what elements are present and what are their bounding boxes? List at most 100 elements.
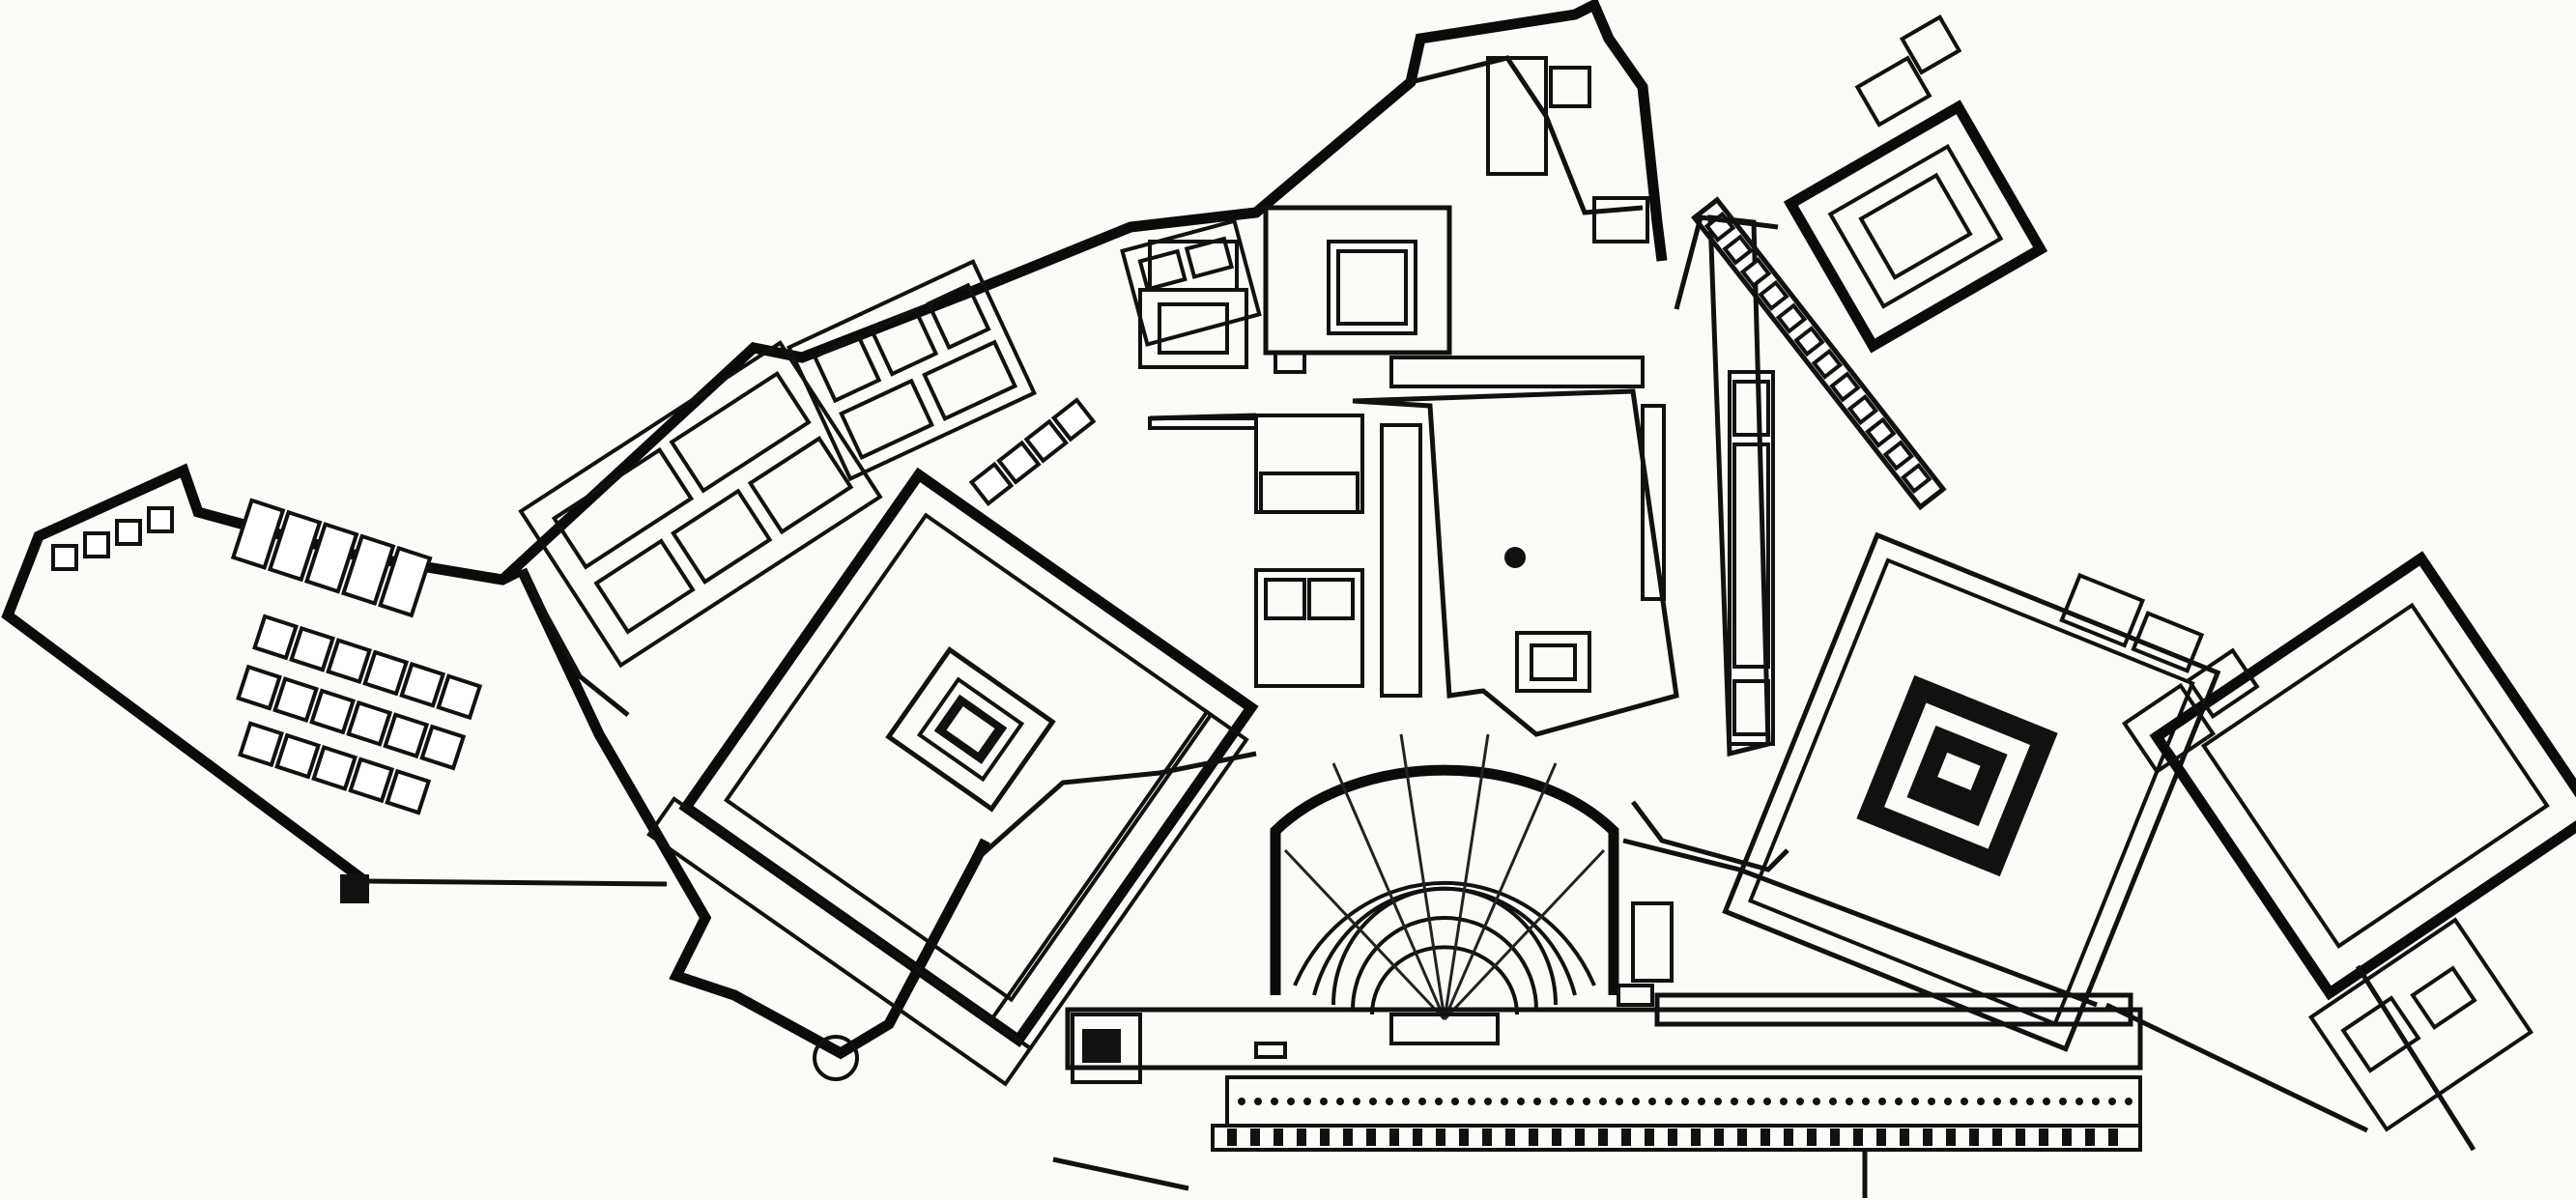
stoa-column — [1320, 1098, 1328, 1105]
stoa-column — [1386, 1098, 1393, 1105]
stoa-column — [1418, 1098, 1426, 1105]
stoa-pier — [1320, 1129, 1330, 1146]
stoa-colonnade — [1227, 1098, 2132, 1146]
stoa-column — [2075, 1098, 2083, 1105]
stoa-pier — [1274, 1129, 1283, 1146]
stoa-column — [1714, 1098, 1722, 1105]
stoa-pier — [1227, 1129, 1237, 1146]
stoa-pier — [1714, 1129, 1724, 1146]
stoa-pier — [1575, 1129, 1585, 1146]
interior-wall-a — [519, 568, 630, 717]
temple-building — [885, 646, 1056, 813]
west-enclosure-south-wall — [364, 878, 668, 887]
stoa-column — [1353, 1098, 1360, 1105]
stoa-column — [2010, 1098, 2018, 1105]
stoa-column — [2092, 1098, 2100, 1105]
stoa-column — [2108, 1098, 2116, 1105]
stoa-pier — [1830, 1129, 1840, 1146]
stoa-column — [2026, 1098, 2034, 1105]
stoa-pier — [1876, 1129, 1886, 1146]
connecting-walls — [974, 214, 2098, 1008]
temple-enclosure-wall — [678, 467, 1259, 1048]
stoa-pier — [1389, 1129, 1399, 1146]
block-a — [518, 340, 883, 669]
stoa-column — [1846, 1098, 1853, 1105]
west-enclosure-outer-wall — [1, 463, 525, 886]
stoa-column — [1303, 1098, 1311, 1105]
east-portico — [1707, 214, 1775, 757]
stoa-column — [1961, 1098, 1968, 1105]
stoa-pier — [1366, 1129, 1376, 1146]
stoa-column — [1698, 1098, 1705, 1105]
stoa-column — [1632, 1098, 1640, 1105]
theatre-cavea-outline — [1270, 764, 1619, 995]
stoa-column — [1681, 1098, 1689, 1105]
stoa-column — [1402, 1098, 1410, 1105]
ne-colonnade — [1691, 196, 1947, 511]
stoa-pier — [1436, 1129, 1445, 1146]
stoa-pier — [1598, 1129, 1608, 1146]
stoa-pier — [1784, 1129, 1793, 1146]
theatre-aisles — [1283, 733, 1606, 1021]
stoa-pier — [1969, 1129, 1979, 1146]
stoa-pier — [1737, 1129, 1747, 1146]
stoa-pier — [2085, 1129, 2095, 1146]
east-road-line — [2104, 1002, 2369, 1133]
stoa-pier — [1946, 1129, 1956, 1146]
long-stoa — [1052, 992, 2143, 1198]
stoa-column — [1977, 1098, 1985, 1105]
stoa-pier — [1482, 1129, 1492, 1146]
stoa-column — [1369, 1098, 1377, 1105]
stoa-pier — [1853, 1129, 1863, 1146]
tower-southwest — [340, 874, 369, 903]
northeast-building — [1783, 14, 2048, 354]
stoa-pier — [1691, 1129, 1701, 1146]
stoa-pier — [1992, 1129, 2002, 1146]
stoa-pier — [2039, 1129, 2048, 1146]
stoa-column — [1550, 1098, 1558, 1105]
stoa-pier — [1807, 1129, 1817, 1146]
stoa-column — [1944, 1098, 1952, 1105]
stoa-pier — [1250, 1129, 1260, 1146]
stoa-column — [1254, 1098, 1262, 1105]
stoa-column — [1336, 1098, 1344, 1105]
stoa-column — [1435, 1098, 1443, 1105]
stoa-column — [1238, 1098, 1245, 1105]
stoa-column — [1928, 1098, 1935, 1105]
north-ridge-wall — [499, 0, 1668, 585]
stoa-column — [2125, 1098, 2132, 1105]
stoa-pier — [1923, 1129, 1932, 1146]
stoa-pier — [2016, 1129, 2025, 1146]
stoa-column — [2059, 1098, 2067, 1105]
stoa-column — [1763, 1098, 1771, 1105]
north-courtyard-building — [1138, 55, 1649, 374]
stoa-column — [1566, 1098, 1574, 1105]
stoa-pier — [1413, 1129, 1422, 1146]
stoa-column — [1616, 1098, 1623, 1105]
stoa-pier — [1645, 1129, 1654, 1146]
stoa-column — [1796, 1098, 1804, 1105]
stoa-column — [1287, 1098, 1295, 1105]
stoa-column — [1878, 1098, 1886, 1105]
temple-stoa — [646, 796, 1034, 1087]
stoa-pier — [1505, 1129, 1515, 1146]
altar-marker — [1504, 547, 1526, 568]
stoa-pier — [2108, 1129, 2118, 1146]
west-rooms-row — [51, 506, 174, 571]
stoa-column — [1862, 1098, 1870, 1105]
stoa-column — [1271, 1098, 1278, 1105]
stoa-pier — [2062, 1129, 2072, 1146]
stoa-pier — [1297, 1129, 1306, 1146]
stoa-column — [1468, 1098, 1475, 1105]
southwest-bastion-wall — [517, 567, 990, 1060]
eastern-temple-enclosure — [1722, 531, 2221, 1052]
stoa-column — [1993, 1098, 2001, 1105]
stoa-column — [1747, 1098, 1755, 1105]
stoa-pier — [1668, 1129, 1677, 1146]
stoa-column — [1517, 1098, 1525, 1105]
east-boundary-line — [2355, 964, 2476, 1152]
rectangular-temple-enclosure — [646, 467, 1259, 1087]
stoa-column — [1501, 1098, 1508, 1105]
approach-rooms — [968, 397, 1097, 506]
